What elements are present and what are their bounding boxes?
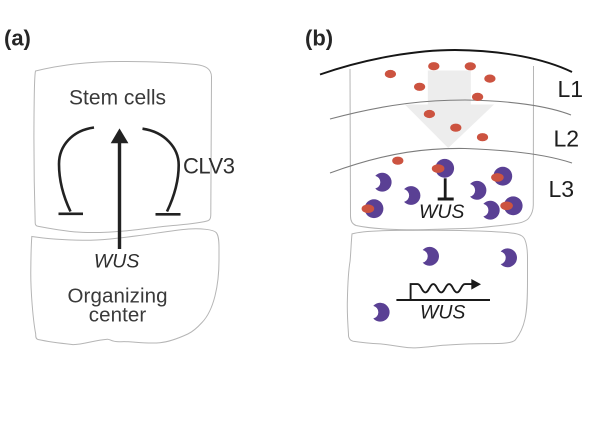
svg-text:Stem cells: Stem cells: [69, 87, 166, 110]
svg-text:WUS: WUS: [420, 301, 466, 323]
svg-text:(a): (a): [4, 26, 31, 51]
svg-text:Organizing: Organizing: [68, 285, 168, 308]
svg-text:L1: L1: [558, 76, 584, 102]
svg-text:(b): (b): [305, 26, 333, 51]
svg-text:L3: L3: [549, 176, 575, 202]
svg-text:CLV3: CLV3: [183, 154, 235, 179]
svg-text:WUS: WUS: [419, 201, 465, 223]
svg-text:center: center: [89, 304, 147, 327]
svg-text:L2: L2: [554, 125, 580, 151]
svg-text:WUS: WUS: [94, 250, 140, 272]
